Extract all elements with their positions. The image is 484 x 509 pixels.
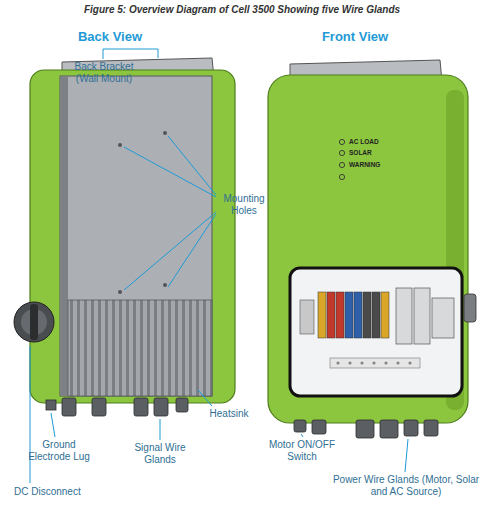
callout-label: Heatsink bbox=[204, 408, 254, 420]
led-label: SOLAR bbox=[349, 149, 372, 156]
view-heading: Back View bbox=[50, 30, 170, 45]
led-label: AC LOAD bbox=[349, 138, 379, 145]
figure-title: Figure 5: Overview Diagram of Cell 3500 … bbox=[10, 4, 474, 16]
callout-label: Motor ON/OFF Switch bbox=[262, 439, 342, 462]
callout-label: Back Bracket (Wall Mount) bbox=[64, 61, 144, 84]
callout-label: Mounting Holes bbox=[219, 193, 269, 216]
callout-label: Ground Electrode Lug bbox=[24, 439, 94, 462]
callout-label: Signal Wire Glands bbox=[128, 442, 192, 465]
callout-label: Power Wire Glands (Motor, Solar and AC S… bbox=[331, 474, 481, 497]
callout-label: DC Disconnect bbox=[14, 486, 104, 498]
led-label: WARNING bbox=[349, 161, 380, 168]
view-heading: Front View bbox=[295, 30, 415, 45]
